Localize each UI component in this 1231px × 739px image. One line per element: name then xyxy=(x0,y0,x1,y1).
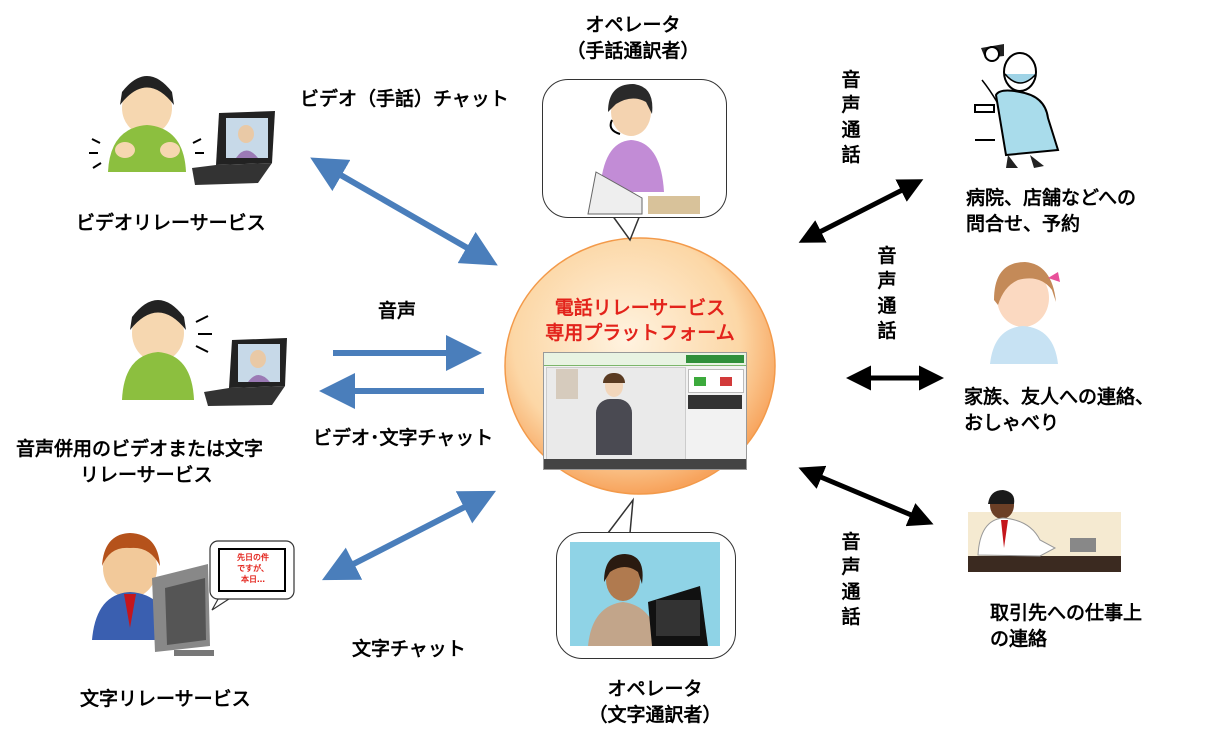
platform-title-line1: 電話リレーサービス xyxy=(554,297,726,319)
text-relay-monitor-icon xyxy=(152,564,214,656)
text-relay-user-icon xyxy=(92,533,172,640)
hospital-label-line2: 問合せ、予約 xyxy=(966,213,1081,235)
platform-screen-call-button xyxy=(694,377,706,386)
platform-screen-footer xyxy=(544,459,746,469)
operator-bottom-subtitle: （文字通訳者） xyxy=(588,704,722,726)
arrow-hospital xyxy=(798,179,924,243)
operator-bottom-figure xyxy=(570,542,720,646)
voice-relay-user-icon xyxy=(122,300,212,400)
arrow-business xyxy=(798,465,934,527)
voice-call-label-middle: 音 声 通 話 xyxy=(877,245,897,342)
business-label-line2: の連絡 xyxy=(990,628,1048,650)
voice-call-label-top: 音 声 通 話 xyxy=(841,69,861,166)
business-label-line1: 取引先への仕事上 xyxy=(990,602,1143,624)
voice-combined-relay-label-line1: 音声併用のビデオまたは文字 xyxy=(16,438,264,460)
channel-text-chat-label: 文字チャット xyxy=(352,638,466,660)
voice-call-label-bottom: 音 声 通 話 xyxy=(841,531,861,628)
voice-combined-relay-label-line2: リレーサービス xyxy=(80,464,213,486)
hospital-label-line1: 病院、店舗などへの xyxy=(966,187,1137,209)
operator-top-subtitle: （手話通訳者） xyxy=(566,40,700,62)
platform-screen-hangup-button xyxy=(720,377,732,386)
platform-screen-operator xyxy=(594,373,634,455)
dentist-icon xyxy=(974,44,1060,168)
operator-top-title: オペレータ xyxy=(585,14,681,36)
video-relay-laptop-icon xyxy=(192,111,275,185)
operator-bottom-title: オペレータ xyxy=(607,678,703,700)
text-relay-service-label: 文字リレーサービス xyxy=(80,688,251,710)
arrow-text-chat xyxy=(321,490,497,581)
video-relay-service-label: ビデオリレーサービス xyxy=(76,212,266,234)
operator-top-figure xyxy=(587,84,700,215)
arrow-video-sign-chat xyxy=(310,157,498,266)
businessman-phone-icon xyxy=(968,490,1121,572)
platform-screen-controls xyxy=(688,395,742,409)
channel-voice-label: 音声 xyxy=(378,300,417,322)
text-chat-line2: ですが、 xyxy=(237,564,269,573)
voice-relay-laptop-icon xyxy=(204,338,287,406)
family-label-line2: おしゃべり xyxy=(964,412,1060,434)
platform-screen-thumb xyxy=(556,369,578,399)
text-chat-line3: 本日… xyxy=(241,575,265,584)
text-chat-bubble-icon xyxy=(209,540,295,600)
channel-video-text-chat-label: ビデオ･文字チャット xyxy=(313,427,494,449)
text-chat-screen-content: 先日の件 ですが、 本日… xyxy=(222,552,284,585)
text-chat-line1: 先日の件 xyxy=(237,553,269,562)
platform-title: 電話リレーサービス 専用プラットフォーム xyxy=(525,296,755,346)
friend-girl-icon xyxy=(990,262,1060,364)
platform-title-line2: 専用プラットフォーム xyxy=(545,322,735,344)
platform-screenshot xyxy=(543,352,747,470)
platform-screen-header-badge xyxy=(686,355,744,363)
family-label-line1: 家族、友人への連絡、 xyxy=(964,386,1155,408)
channel-video-sign-chat-label: ビデオ（手話）チャット xyxy=(300,88,509,110)
video-relay-user-icon xyxy=(89,76,204,172)
